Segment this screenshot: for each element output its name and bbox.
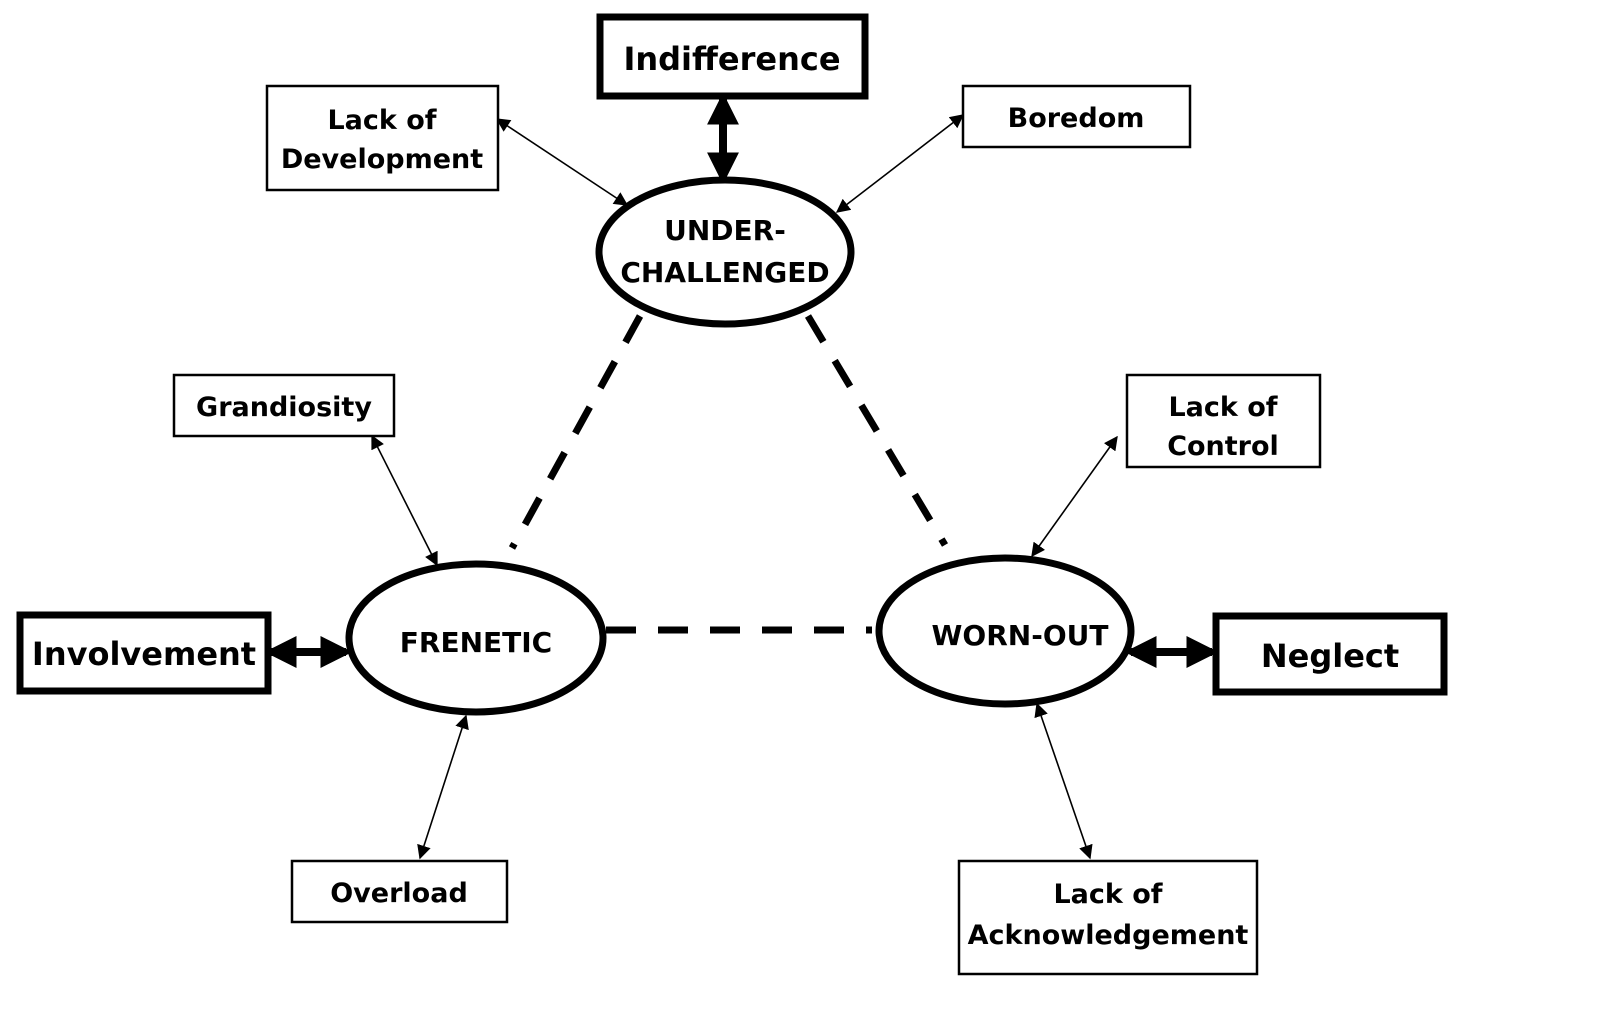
- lack-of-control-line2: Control: [1167, 431, 1279, 462]
- arrow-overload: [417, 714, 469, 860]
- arrow-lack-of-control: [1031, 435, 1118, 558]
- connector-underchallenged-frenetic: [508, 314, 644, 550]
- lack-of-development-box: [265, 84, 500, 192]
- lack-of-control-box: [1125, 373, 1322, 469]
- outcome-arrows: [264, 92, 1219, 668]
- lack-of-development-line2: Development: [281, 144, 483, 175]
- dashed-connectors: [508, 314, 949, 634]
- box-lack-of-acknowledgement: Lack of Acknowledgement: [957, 859, 1259, 976]
- boredom-label: Boredom: [1008, 103, 1145, 134]
- lack-of-development-line1: Lack of: [327, 105, 436, 136]
- involvement-box: [16, 611, 272, 695]
- arrow-grandiosity: [371, 434, 438, 567]
- node-worn-out: WORN-OUT: [875, 554, 1135, 708]
- factor-arrows: [371, 114, 1118, 860]
- overload-box: [290, 859, 509, 924]
- box-grandiosity: Grandiosity: [172, 373, 396, 438]
- under-challenged-ellipse: [595, 176, 855, 328]
- node-under-challenged: UNDER- CHALLENGED: [595, 176, 855, 328]
- arrow-lack-of-acknowledgement: [1034, 702, 1093, 860]
- grandiosity-label: Grandiosity: [196, 392, 372, 423]
- neglect-label: Neglect: [1261, 637, 1399, 675]
- box-involvement: Involvement: [16, 611, 272, 695]
- box-indifference: Indifference: [596, 13, 869, 100]
- box-overload: Overload: [290, 859, 509, 924]
- box-neglect: Neglect: [1212, 612, 1448, 696]
- lack-of-control-line1: Lack of: [1168, 392, 1277, 423]
- box-boredom: Boredom: [961, 84, 1192, 149]
- lack-of-acknowledgement-line2: Acknowledgement: [968, 920, 1249, 951]
- overload-label: Overload: [330, 878, 468, 909]
- neglect-box: [1212, 612, 1448, 696]
- involvement-label: Involvement: [32, 635, 256, 673]
- arrow-boredom: [835, 114, 965, 213]
- box-lack-of-control: Lack of Control: [1125, 373, 1322, 469]
- box-lack-of-development: Lack of Development: [265, 84, 500, 192]
- worn-out-label: WORN-OUT: [932, 619, 1109, 652]
- node-frenetic: FRENETIC: [345, 560, 607, 716]
- indifference-box: [596, 13, 869, 100]
- frenetic-label: FRENETIC: [400, 626, 552, 659]
- grandiosity-box: [172, 373, 396, 438]
- frenetic-ellipse: [345, 560, 607, 716]
- lack-of-acknowledgement-line1: Lack of: [1053, 879, 1162, 910]
- under-challenged-label-line1: UNDER-: [664, 214, 786, 247]
- under-challenged-label-line2: CHALLENGED: [620, 256, 829, 289]
- indifference-label: Indifference: [623, 40, 840, 78]
- connector-underchallenged-wornout: [804, 314, 949, 547]
- boredom-box: [961, 84, 1192, 149]
- worn-out-ellipse: [875, 554, 1135, 708]
- lack-of-acknowledgement-box: [957, 859, 1259, 976]
- arrow-lack-of-development: [495, 118, 629, 206]
